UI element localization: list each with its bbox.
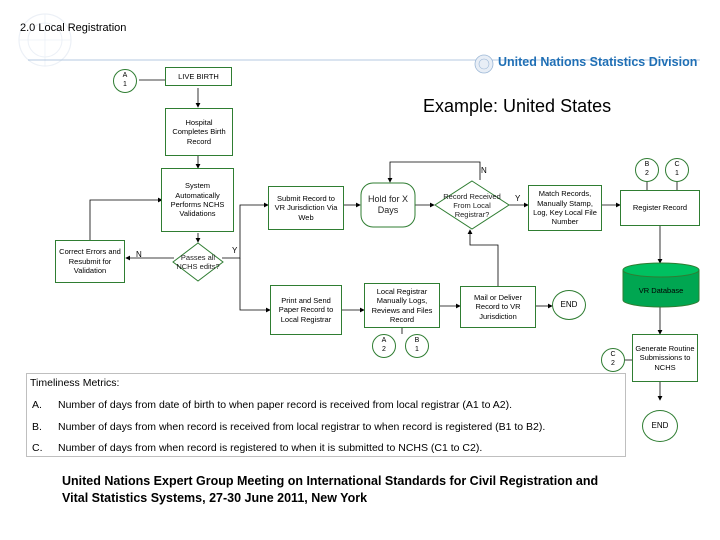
validations-node: System Automatically Performs NCHS Valid… [161, 168, 234, 232]
vr-database-label: VR Database [638, 286, 684, 295]
local-registrar-node: Local Registrar Manually Logs, Reviews a… [364, 283, 440, 328]
metric-c: C. Number of days from when record is reg… [32, 442, 482, 454]
live-birth-node: LIVE BIRTH [165, 67, 232, 86]
hold-x-days-node: Hold for X Days [360, 182, 416, 228]
metric-a: A. Number of days from date of birth to w… [32, 399, 512, 411]
edge-label-passes-no: N [136, 250, 142, 259]
edge-label-passes-yes: Y [232, 246, 238, 255]
vr-database-node: VR Database [622, 262, 700, 308]
connector-c1: C 1 [665, 158, 689, 182]
un-logo-icon [474, 54, 494, 74]
generate-routine-node: Generate Routine Submissions to NCHS [632, 334, 698, 382]
metric-a-letter: A. [32, 399, 42, 411]
slide-title: 2.0 Local Registration [20, 22, 127, 34]
edge-label-received-no: N [481, 166, 487, 175]
metric-c-letter: C. [32, 442, 43, 454]
register-record-node: Register Record [620, 190, 700, 226]
metrics-title: Timeliness Metrics: [30, 377, 120, 389]
submit-web-node: Submit Record to VR Jurisdiction Via Web [268, 186, 344, 230]
end-node-1: END [552, 290, 586, 320]
metric-b-text: Number of days from when record is recei… [58, 421, 546, 433]
print-send-node: Print and Send Paper Record to Local Reg… [270, 285, 342, 335]
correct-errors-node: Correct Errors and Resubmit for Validati… [55, 240, 125, 283]
metric-a-text: Number of days from date of birth to whe… [58, 399, 513, 411]
hold-x-days-label: Hold for X Days [367, 194, 409, 215]
metric-b: B. Number of days from when record is rec… [32, 421, 545, 433]
connector-a2: A 2 [372, 334, 396, 358]
un-emblem-icon [18, 13, 72, 67]
record-received-decision: Record Received From Local Registrar? [434, 180, 510, 230]
metric-b-letter: B. [32, 421, 42, 433]
mail-deliver-node: Mail or Deliver Record to VR Jurisdictio… [460, 286, 536, 328]
metrics-box [26, 373, 626, 457]
connector-c2: C 2 [601, 348, 625, 372]
footer-line-2: Vital Statistics Systems, 27-30 June 201… [62, 491, 368, 505]
edge-label-received-yes: Y [515, 194, 521, 203]
hospital-node: Hospital Completes Birth Record [165, 108, 233, 156]
footer-line-1: United Nations Expert Group Meeting on I… [62, 474, 599, 488]
connector-a1: A 1 [113, 69, 137, 93]
database-icon [622, 262, 700, 308]
metric-c-text: Number of days from when record is regis… [58, 442, 483, 454]
connector-b2: B 2 [635, 158, 659, 182]
connector-b1: B 1 [405, 334, 429, 358]
org-name: United Nations Statistics Division [498, 55, 698, 69]
record-received-label: Record Received From Local Registrar? [443, 191, 501, 219]
end-node-2: END [642, 410, 678, 442]
passes-edits-label: Passes all NCHS edits? [176, 253, 220, 271]
example-title: Example: United States [423, 96, 612, 116]
passes-edits-decision: Passes all NCHS edits? [172, 242, 224, 282]
match-records-node: Match Records, Manually Stamp, Log, Key … [528, 185, 602, 231]
